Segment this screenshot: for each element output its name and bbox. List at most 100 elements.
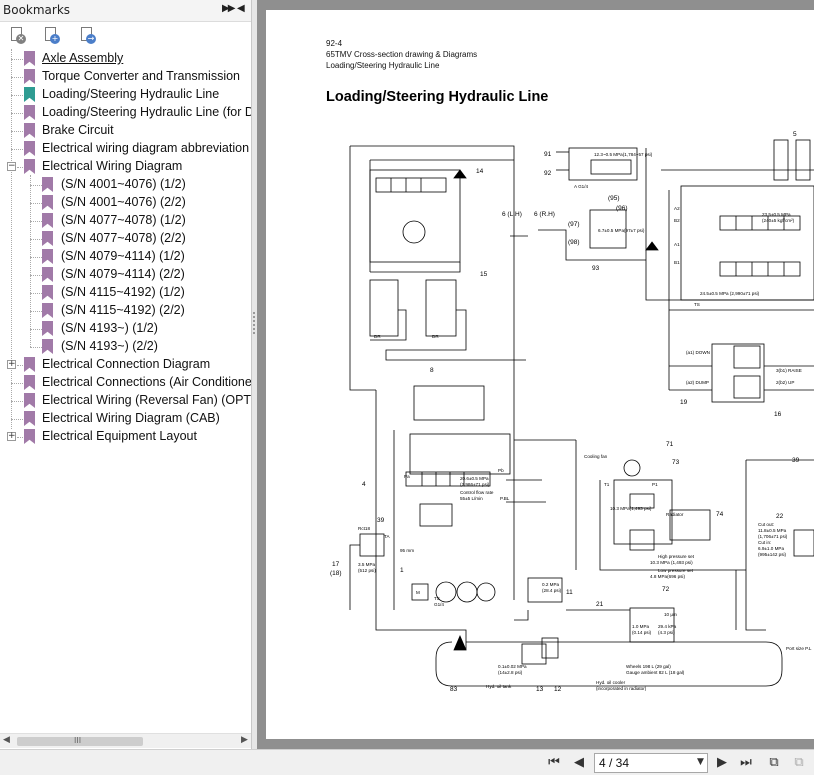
high-pressure-value: 10.3 MPa (1,493 psi) bbox=[650, 560, 693, 565]
bookmark-icon bbox=[24, 51, 35, 66]
relief-pressure-2: (240±5 kgf/cm²) bbox=[762, 218, 795, 223]
control-flow-label: Control flow rate bbox=[460, 490, 494, 495]
horizontal-scrollbar[interactable]: ◀ III ▶ bbox=[0, 733, 251, 748]
bookmark-label: (S/N 4079~4114) (2/2) bbox=[61, 267, 185, 281]
ts-label: TS bbox=[434, 596, 440, 601]
cut-in-value: 6.9±1.0 MPa bbox=[758, 546, 784, 551]
diagram-label-8: 8 bbox=[430, 367, 434, 374]
diagram-label-6-rh: 6 (R.H) bbox=[534, 211, 555, 218]
bookmark-label: Electrical Wiring Diagram (CAB) bbox=[42, 411, 220, 425]
bookmark-label: Loading/Steering Hydraulic Line (for D bbox=[42, 105, 251, 119]
diagram-label-96: (96) bbox=[616, 205, 628, 212]
next-page-icon[interactable]: ▶ bbox=[717, 755, 727, 770]
bookmarks-toolbar: ✕ + → bbox=[0, 23, 251, 49]
bookmark-item-sn-4115-4192-2[interactable]: (S/N 4115~4192) (2/2) bbox=[0, 302, 251, 320]
expand-node-icon[interactable]: + bbox=[7, 431, 16, 441]
hide-panel-icon[interactable]: ◀ bbox=[237, 3, 245, 14]
pressure-3-5: 3.5 MPa bbox=[358, 562, 376, 567]
bookmark-item-brake-circuit[interactable]: Brake Circuit bbox=[0, 122, 251, 140]
bookmark-item-loading-steering-d[interactable]: Loading/Steering Hydraulic Line (for D bbox=[0, 104, 251, 122]
filter-pressure-2: 29.4 kPa bbox=[658, 624, 677, 629]
gauge-capacity: Gauge ambient 82 L (18 gal) bbox=[626, 670, 685, 675]
diagram-label-15: 15 bbox=[480, 271, 488, 278]
port-a2: A2 bbox=[674, 206, 680, 211]
page-number-field[interactable]: 4 / 34 ▼ bbox=[594, 753, 708, 773]
document-page: 92-4 65TMV Cross-section drawing & Diagr… bbox=[266, 10, 814, 739]
scroll-left-icon[interactable]: ◀ bbox=[3, 735, 10, 745]
diagram-label-98: (98) bbox=[568, 239, 580, 246]
bookmark-item-sn-4001-4076-2[interactable]: (S/N 4001~4076) (2/2) bbox=[0, 194, 251, 212]
diagram-label-21: 21 bbox=[596, 601, 604, 608]
go-back-icon[interactable]: ⧉ bbox=[769, 755, 779, 770]
diagram-label-4: 4 bbox=[362, 481, 366, 488]
bookmark-item-axle-assembly[interactable]: Axle Assembly bbox=[0, 50, 251, 68]
bookmark-label: (S/N 4115~4192) (2/2) bbox=[61, 303, 185, 317]
port-a-g14: A G1/4 bbox=[574, 184, 588, 189]
first-page-icon[interactable]: ⏮ bbox=[548, 755, 560, 770]
scrollbar-thumb[interactable]: III bbox=[17, 736, 143, 746]
bookmark-item-sn-4079-4114-2[interactable]: (S/N 4079~4114) (2/2) bbox=[0, 266, 251, 284]
scroll-right-icon[interactable]: ▶ bbox=[241, 735, 248, 745]
bookmark-item-equipment-layout[interactable]: + Electrical Equipment Layout bbox=[0, 428, 251, 446]
bookmark-item-sn-4077-4078-2[interactable]: (S/N 4077~4078) (2/2) bbox=[0, 230, 251, 248]
port-pb: Pb bbox=[498, 468, 504, 473]
diagram-label-17: 17 bbox=[332, 561, 340, 568]
go-forward-icon[interactable]: ⧉ bbox=[794, 755, 804, 770]
collapse-panel-icon[interactable]: ▶▶ bbox=[222, 3, 235, 14]
previous-page-icon[interactable]: ◀ bbox=[574, 755, 584, 770]
bookmark-item-sn-4077-4078-1[interactable]: (S/N 4077~4078) (1/2) bbox=[0, 212, 251, 230]
down-label: (a1) DOWN bbox=[686, 350, 710, 355]
port-ta: TA bbox=[384, 534, 390, 539]
pilot-pressure-2: (2,986±71 psi) bbox=[460, 482, 490, 487]
diagram-label-19: 19 bbox=[680, 399, 688, 406]
bookmark-item-sn-4115-4192-1[interactable]: (S/N 4115~4192) (1/2) bbox=[0, 284, 251, 302]
delete-bookmark-icon[interactable]: ✕ bbox=[9, 27, 27, 45]
bookmark-icon bbox=[42, 303, 53, 318]
diagram-label-5: 5 bbox=[793, 131, 797, 138]
rct-label: Rct18 bbox=[358, 526, 370, 531]
chevron-down-icon[interactable]: ▼ bbox=[697, 757, 704, 767]
pressure-0-2-psi: (28.4 psi) bbox=[542, 588, 562, 593]
bookmark-label: Electrical Connections (Air Conditioner bbox=[42, 375, 251, 389]
expand-node-icon[interactable]: + bbox=[7, 359, 16, 369]
port-a1: A1 bbox=[674, 242, 680, 247]
diagram-label-14: 14 bbox=[476, 168, 484, 175]
bookmark-icon bbox=[42, 339, 53, 354]
collapse-node-icon[interactable]: − bbox=[7, 161, 16, 171]
bookmark-icon bbox=[24, 375, 35, 390]
bookmark-item-sn-4079-4114-1[interactable]: (S/N 4079~4114) (1/2) bbox=[0, 248, 251, 266]
bookmark-icon bbox=[42, 195, 53, 210]
hyd-oil-cooler-note: (incorporated in radiator) bbox=[596, 686, 647, 691]
bookmark-label: (S/N 4077~4078) (1/2) bbox=[61, 213, 186, 227]
bookmark-item-sn-4001-4076-1[interactable]: (S/N 4001~4076) (1/2) bbox=[0, 176, 251, 194]
bookmark-label: Electrical Wiring (Reversal Fan) (OPT) bbox=[42, 393, 251, 407]
bookmark-icon bbox=[42, 321, 53, 336]
bookmark-item-reversal-fan[interactable]: Electrical Wiring (Reversal Fan) (OPT) bbox=[0, 392, 251, 410]
port-size-label: Port size P.L bbox=[786, 646, 812, 651]
panel-splitter[interactable] bbox=[251, 0, 257, 749]
bookmark-label: Loading/Steering Hydraulic Line bbox=[42, 87, 220, 101]
pilot-pressure-1: 20.6±0.5 MPa bbox=[460, 476, 489, 481]
cut-out-label: Cut out: bbox=[758, 522, 774, 527]
bookmark-item-sn-4193-2[interactable]: (S/N 4193~) (2/2) bbox=[0, 338, 251, 356]
bookmark-item-wiring-diagram[interactable]: − Electrical Wiring Diagram bbox=[0, 158, 251, 176]
low-pressure-value: 4.8 MPa(696 psi) bbox=[650, 574, 685, 579]
section-label: Loading/Steering Hydraulic Line bbox=[326, 61, 440, 70]
bookmark-item-torque-converter[interactable]: Torque Converter and Transmission bbox=[0, 68, 251, 86]
bookmark-item-cab[interactable]: Electrical Wiring Diagram (CAB) bbox=[0, 410, 251, 428]
bookmark-item-loading-steering[interactable]: Loading/Steering Hydraulic Line bbox=[0, 86, 251, 104]
bookmark-item-air-conditioner[interactable]: Electrical Connections (Air Conditioner bbox=[0, 374, 251, 392]
last-page-icon[interactable]: ⏭ bbox=[740, 755, 752, 770]
tank-pressure-psi: (14±2.8 psi) bbox=[498, 670, 523, 675]
find-bookmark-icon[interactable]: → bbox=[79, 27, 97, 45]
expand-bookmark-icon[interactable]: + bbox=[43, 27, 61, 45]
pressure-3-5-psi: (512 psi) bbox=[358, 568, 376, 573]
bookmark-item-sn-4193-1[interactable]: (S/N 4193~) (1/2) bbox=[0, 320, 251, 338]
cut-in-psi: (995±142 psi) bbox=[758, 552, 787, 557]
bookmark-item-connection-diagram[interactable]: + Electrical Connection Diagram bbox=[0, 356, 251, 374]
pressure-valve-label: 12.3~0.5 MPa(1,784~57 psi) bbox=[594, 152, 653, 157]
radiator-label: Radiator bbox=[666, 512, 684, 517]
bookmark-item-wiring-abbrev[interactable]: Electrical wiring diagram abbreviation c bbox=[0, 140, 251, 158]
wheels-capacity: Wheels 198 L (29 gal) bbox=[626, 664, 671, 669]
hyd-oil-tank-label: Hyd. oil tank bbox=[486, 684, 512, 689]
